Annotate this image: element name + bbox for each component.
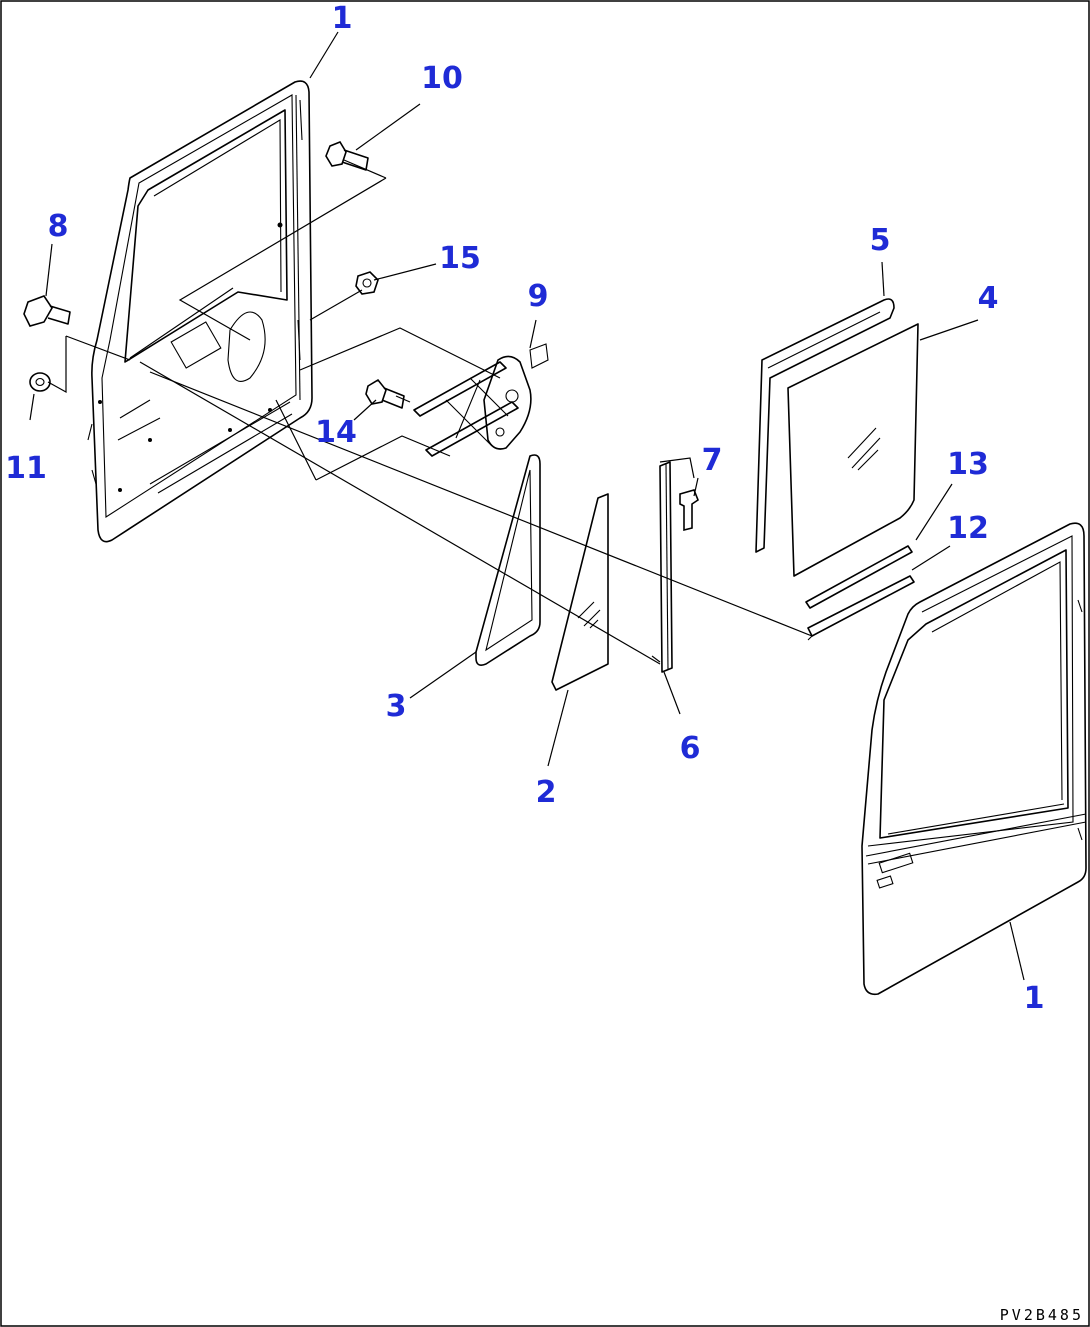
bolt-14: [365, 378, 405, 409]
callout-1-right-door: 1: [1024, 981, 1045, 1016]
triangle-glass-2: [551, 493, 609, 691]
bolt-8: [23, 295, 71, 327]
callout-13: 13: [947, 447, 989, 482]
screw-7: [679, 489, 699, 532]
strip-13: [805, 545, 913, 609]
callout-3: 3: [386, 689, 407, 724]
reference-code: PV2B485: [1000, 1306, 1084, 1324]
callout-7: 7: [702, 443, 723, 478]
callout-1-left-door: 1: [332, 1, 353, 36]
nut-15: [355, 271, 379, 295]
callout-6: 6: [680, 731, 701, 766]
callout-10: 10: [421, 61, 463, 96]
callout-4: 4: [978, 281, 999, 316]
callout-15: 15: [439, 241, 481, 276]
washer-11: [29, 372, 51, 392]
window-regulator: [413, 343, 549, 457]
glass-seal-5: [755, 298, 895, 553]
channel-6: [651, 461, 673, 673]
callout-8: 8: [48, 209, 69, 244]
door-outer-right: [861, 522, 1087, 996]
callout-9: 9: [528, 279, 549, 314]
callout-2: 2: [536, 775, 557, 810]
door-frame-left: [87, 80, 313, 543]
strip-12: [807, 575, 915, 641]
callout-14: 14: [315, 415, 357, 450]
callout-labels: 1 10 8 15 9 5 4 11 14 7 13 12 3 6 2 1: [5, 1, 1044, 1016]
assembly-lines: [29, 31, 1025, 981]
bolt-10: [325, 141, 369, 171]
window-glass-4: [787, 323, 919, 577]
triangle-seal-3: [475, 454, 541, 666]
callout-11: 11: [5, 451, 47, 486]
callout-5: 5: [870, 223, 891, 258]
callout-12: 12: [947, 511, 989, 546]
